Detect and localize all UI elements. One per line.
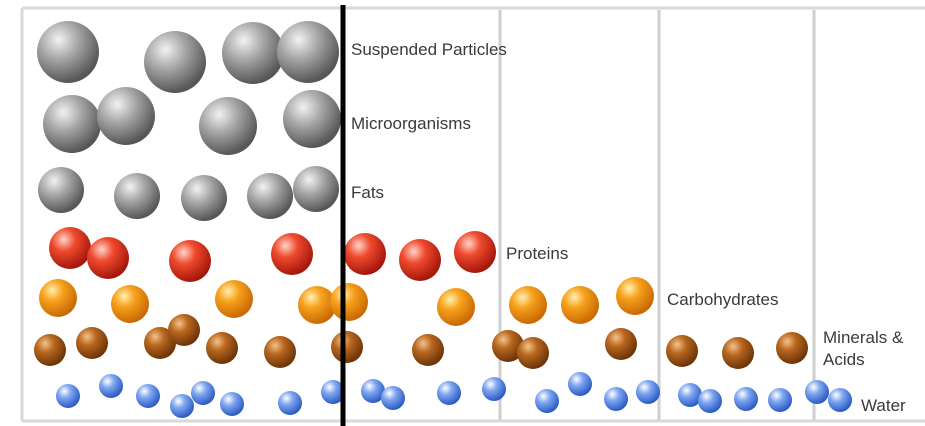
mineral-particle <box>722 337 754 369</box>
water-particle <box>734 387 758 411</box>
water-particle <box>768 388 792 412</box>
label-fats: Fats <box>351 183 385 202</box>
mineral-particle <box>331 331 363 363</box>
water-particle <box>482 377 506 401</box>
water-particle <box>278 391 302 415</box>
protein-particle <box>87 237 129 279</box>
water-particle <box>678 383 702 407</box>
label-water: Water <box>861 396 906 415</box>
label-minerals-acids: Minerals & Acids <box>823 328 904 369</box>
label-proteins: Proteins <box>506 244 569 263</box>
water-particle <box>99 374 123 398</box>
protein-particle <box>399 239 441 281</box>
fat-particle <box>181 175 227 221</box>
mineral-particle <box>168 314 200 346</box>
fat-particle <box>38 167 84 213</box>
mineral-particle <box>666 335 698 367</box>
water-particle <box>535 389 559 413</box>
carbohydrate-particle <box>111 285 149 323</box>
water-particle <box>828 388 852 412</box>
water-particle <box>191 381 215 405</box>
suspended-particle <box>222 22 284 84</box>
fat-particle <box>293 166 339 212</box>
suspended-particle <box>277 21 339 83</box>
microorganism <box>43 95 101 153</box>
water-particle <box>361 379 385 403</box>
protein-particle <box>344 233 386 275</box>
fat-particle <box>114 173 160 219</box>
mineral-particle <box>492 330 524 362</box>
suspended-particle <box>37 21 99 83</box>
carbohydrate-particle <box>330 283 368 321</box>
mineral-particle <box>144 327 176 359</box>
water-particle <box>568 372 592 396</box>
water-particle <box>321 380 345 404</box>
carbohydrate-particle <box>509 286 547 324</box>
mineral-particle <box>76 327 108 359</box>
label-carbohydrates: Carbohydrates <box>667 290 779 309</box>
particles <box>34 21 852 418</box>
mineral-particle <box>206 332 238 364</box>
mineral-particle <box>776 332 808 364</box>
protein-particle <box>169 240 211 282</box>
protein-particle <box>454 231 496 273</box>
water-particle <box>437 381 461 405</box>
carbohydrate-particle <box>39 279 77 317</box>
microorganism <box>199 97 257 155</box>
mineral-particle <box>605 328 637 360</box>
mineral-particle <box>34 334 66 366</box>
label-microorganisms: Microorganisms <box>351 114 471 133</box>
microorganism <box>283 90 341 148</box>
water-particle <box>170 394 194 418</box>
protein-particle <box>271 233 313 275</box>
water-particle <box>136 384 160 408</box>
carbohydrate-particle <box>215 280 253 318</box>
water-particle <box>604 387 628 411</box>
water-particle <box>220 392 244 416</box>
water-particle <box>805 380 829 404</box>
fat-particle <box>247 173 293 219</box>
mineral-particle <box>412 334 444 366</box>
water-particle <box>698 389 722 413</box>
water-particle <box>381 386 405 410</box>
carbohydrate-particle <box>561 286 599 324</box>
water-particle <box>636 380 660 404</box>
water-particle <box>56 384 80 408</box>
mineral-particle <box>264 336 296 368</box>
carbohydrate-particle <box>437 288 475 326</box>
label-suspended-particles: Suspended Particles <box>351 40 507 59</box>
suspended-particle <box>144 31 206 93</box>
protein-particle <box>49 227 91 269</box>
carbohydrate-particle <box>298 286 336 324</box>
microorganism <box>97 87 155 145</box>
mineral-particle <box>517 337 549 369</box>
carbohydrate-particle <box>616 277 654 315</box>
